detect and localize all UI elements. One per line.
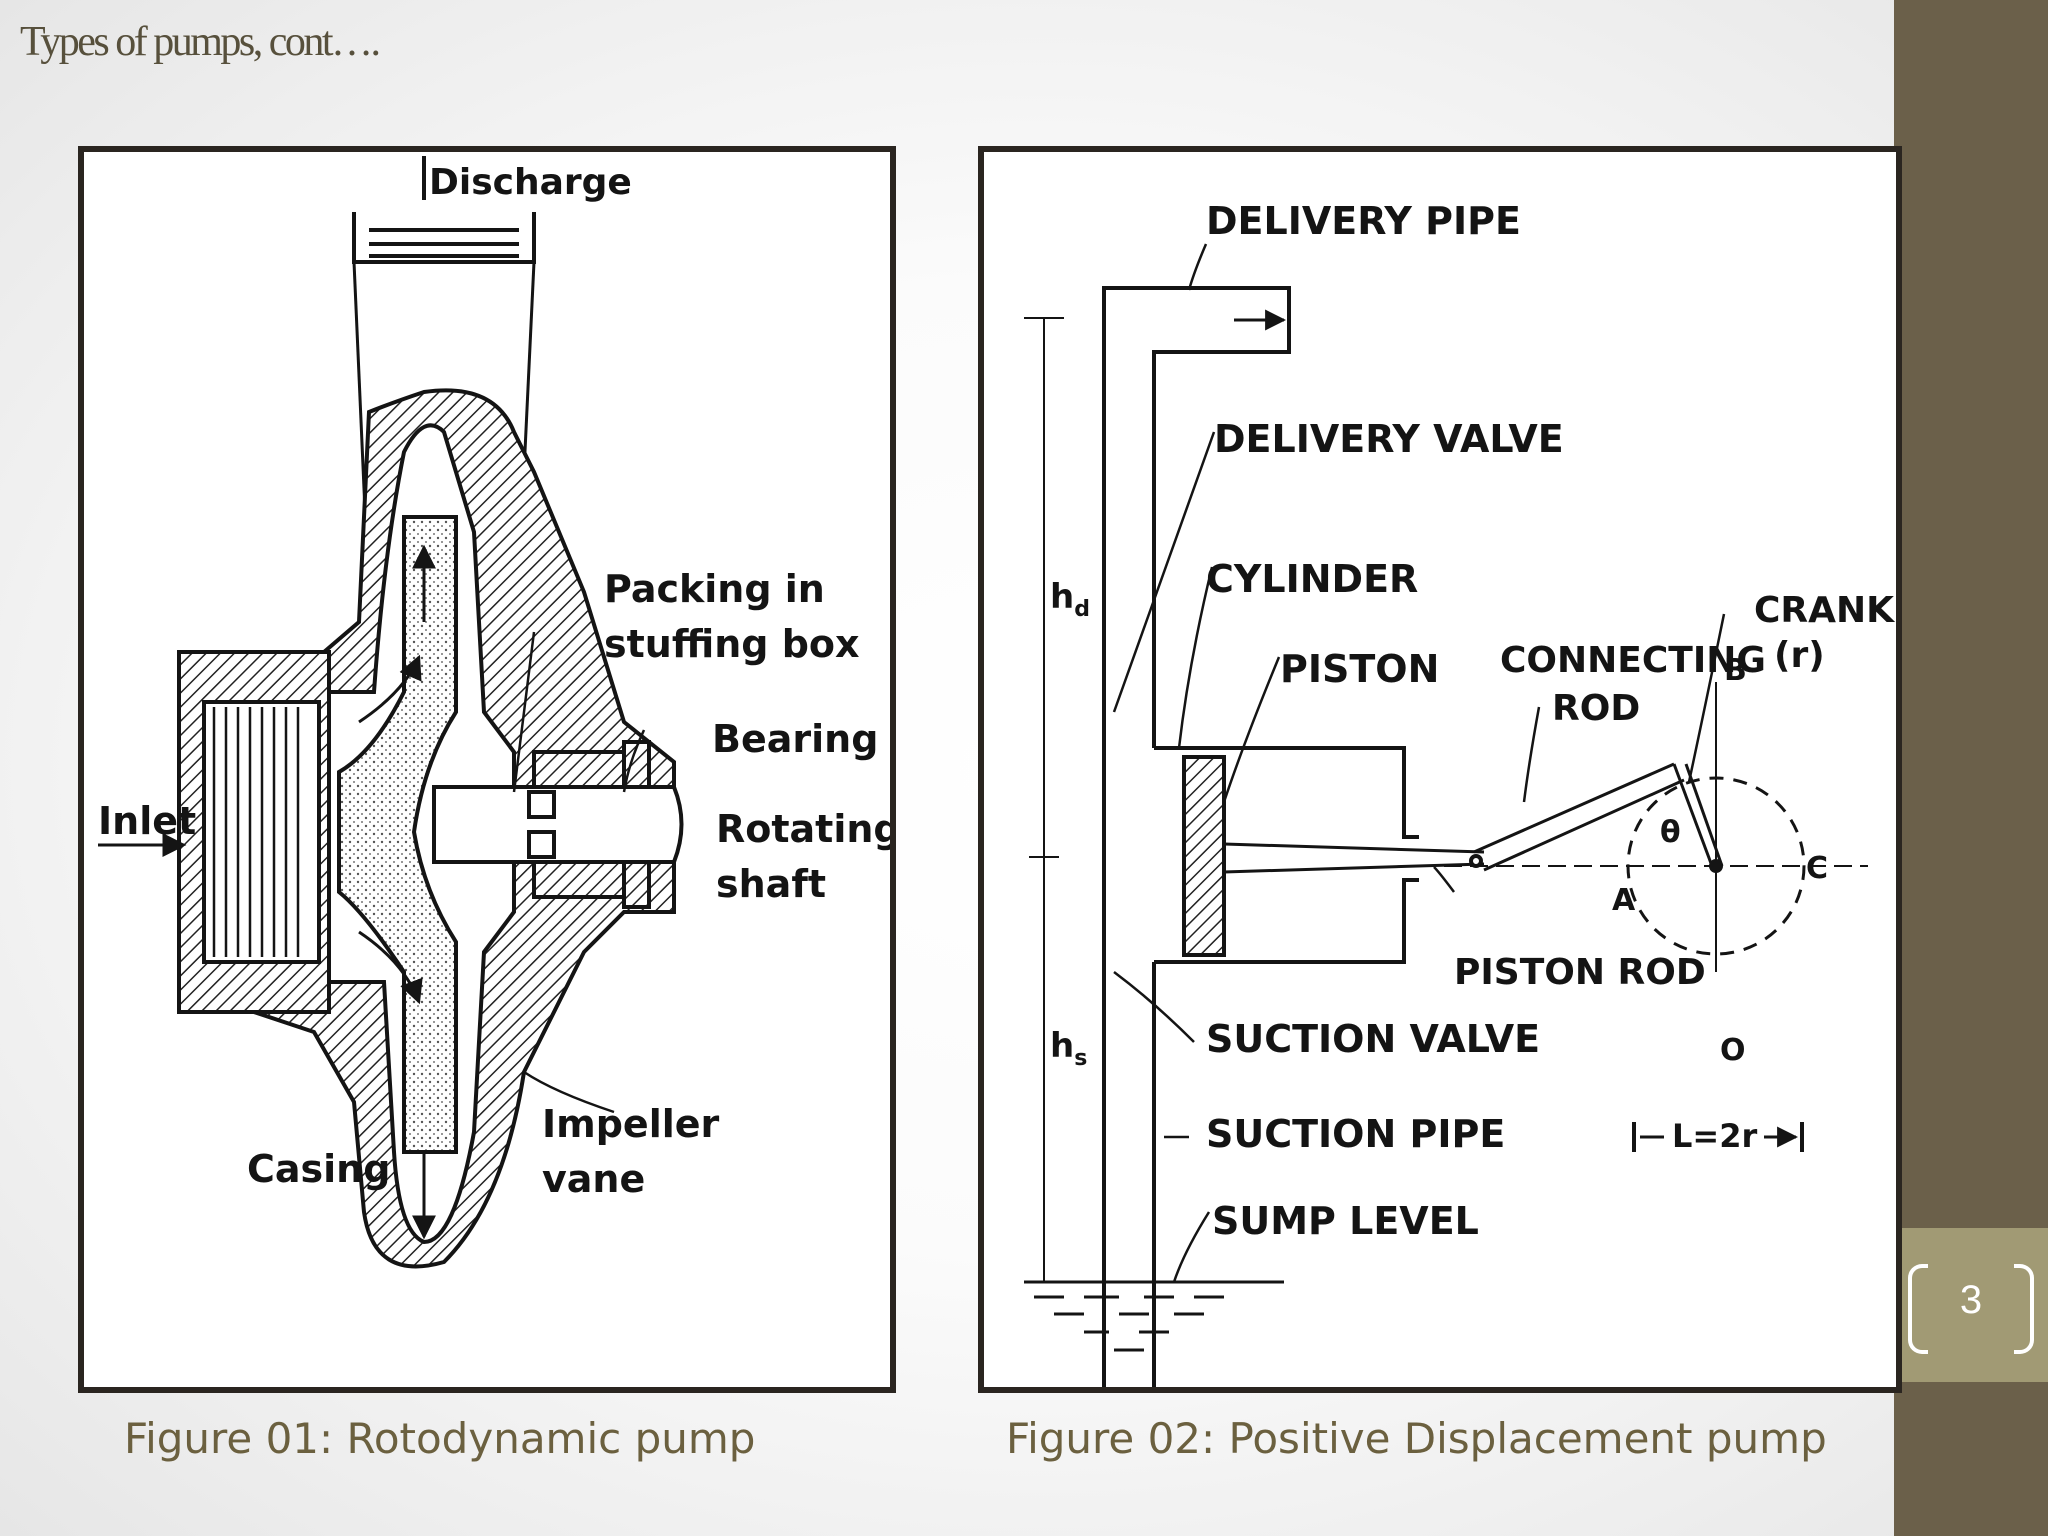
- label-point-b: B: [1724, 653, 1747, 688]
- label-piston: PISTON: [1280, 647, 1439, 691]
- rotodynamic-pump-diagram: Discharge Packing in stuffing box Bearin…: [98, 156, 890, 1269]
- label-casing: Casing: [247, 1147, 390, 1191]
- label-packing-line1: Packing in: [604, 567, 825, 611]
- label-sump-level: SUMP LEVEL: [1212, 1199, 1479, 1243]
- label-hd: hd: [1050, 577, 1090, 622]
- slide-title: Types of pumps, cont….: [20, 19, 381, 65]
- label-stroke-length: L=2r: [1672, 1117, 1757, 1155]
- positive-displacement-pump-diagram: DELIVERY PIPE DELIVERY VALVE CYLINDER PI…: [1024, 199, 1895, 1387]
- impeller: [337, 515, 458, 1154]
- label-connecting-rod-line2: ROD: [1552, 688, 1640, 729]
- label-piston-rod: PISTON ROD: [1454, 952, 1706, 993]
- label-shaft-line2: shaft: [716, 862, 826, 906]
- label-point-a: A: [1612, 883, 1636, 918]
- delivery-pipe: [1102, 286, 1291, 1387]
- label-crank-line2: (r): [1774, 635, 1825, 676]
- page-number: 3: [1959, 1278, 1983, 1322]
- figure2-caption: Figure 02: Positive Displacement pump: [1006, 1414, 1827, 1463]
- label-shaft-line1: Rotating: [716, 807, 890, 851]
- rotating-shaft: [432, 785, 684, 864]
- label-delivery-pipe: DELIVERY PIPE: [1206, 199, 1521, 243]
- label-delivery-valve: DELIVERY VALVE: [1214, 417, 1564, 461]
- label-suction-valve: SUCTION VALVE: [1206, 1017, 1540, 1061]
- cylinder: [1154, 746, 1419, 839]
- label-inlet: Inlet: [98, 799, 196, 843]
- discharge-flange: [352, 212, 536, 264]
- label-connecting-rod-line1: CONNECTING: [1500, 640, 1766, 681]
- figure-rotodynamic-pump: Discharge Packing in stuffing box Bearin…: [78, 146, 896, 1393]
- piston: [1182, 755, 1226, 957]
- label-crank-line1: CRANK: [1754, 590, 1895, 631]
- page-number-tab: 3: [1894, 1228, 2048, 1382]
- label-cylinder: CYLINDER: [1206, 557, 1418, 601]
- label-point-c: C: [1806, 851, 1828, 886]
- figure1-caption: Figure 01: Rotodynamic pump: [124, 1414, 756, 1463]
- label-point-o: O: [1720, 1033, 1746, 1068]
- label-discharge: Discharge: [429, 162, 632, 203]
- label-suction-pipe: SUCTION PIPE: [1206, 1112, 1505, 1156]
- label-impeller-line1: Impeller: [542, 1102, 720, 1146]
- label-hs: hs: [1050, 1026, 1087, 1071]
- left-bracket-icon: [1908, 1264, 1928, 1354]
- label-theta: θ: [1660, 815, 1681, 850]
- right-bracket-icon: [2014, 1264, 2034, 1354]
- figure-positive-displacement-pump: DELIVERY PIPE DELIVERY VALVE CYLINDER PI…: [978, 146, 1902, 1393]
- label-bearing: Bearing: [712, 717, 878, 761]
- label-packing-line2: stuffing box: [604, 622, 860, 666]
- label-impeller-line2: vane: [542, 1157, 645, 1201]
